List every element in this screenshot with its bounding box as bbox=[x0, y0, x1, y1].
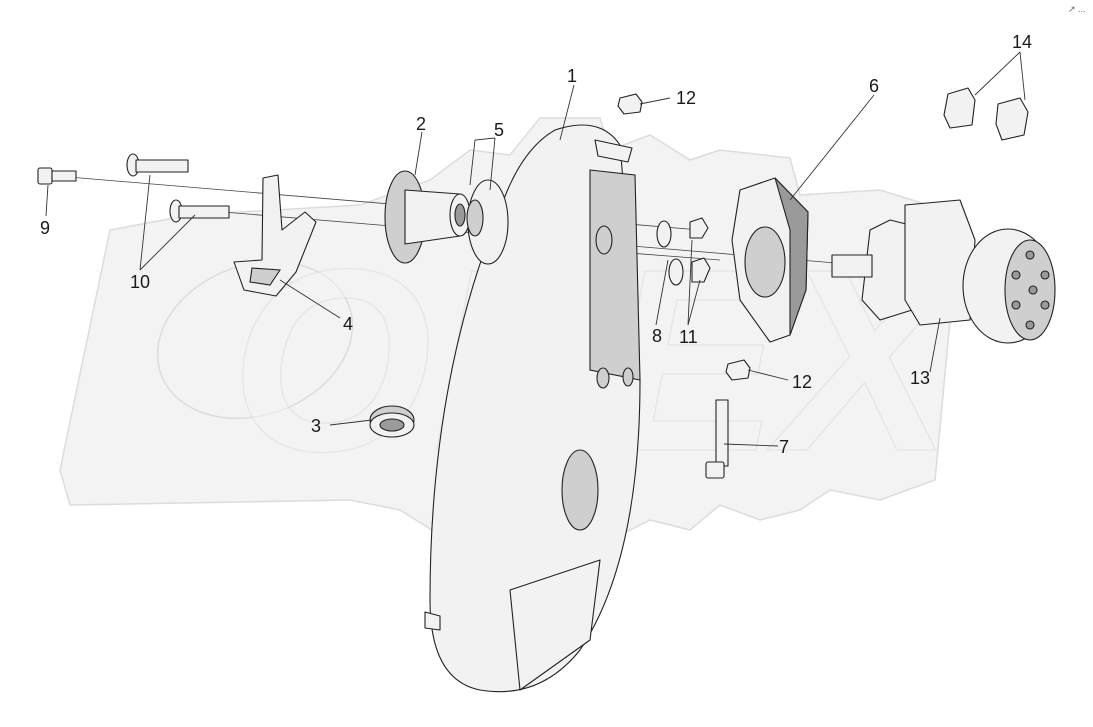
callout-4: 4 bbox=[343, 314, 353, 334]
callout-7: 7 bbox=[779, 437, 789, 457]
callout-13: 13 bbox=[910, 368, 930, 388]
sprocket bbox=[384, 170, 471, 264]
hex-nuts bbox=[617, 93, 751, 381]
star-washer bbox=[466, 179, 509, 265]
callout-1: 1 bbox=[567, 66, 577, 86]
callout-14: 14 bbox=[1012, 32, 1032, 52]
callout-8: 8 bbox=[652, 326, 662, 346]
carriage-bolts bbox=[126, 153, 230, 223]
housing-plate bbox=[424, 124, 641, 693]
callouts: 1 2 3 4 5 6 7 8 9 10 11 12 12 13 14 ↗ ..… bbox=[40, 4, 1086, 457]
bolt-long bbox=[705, 399, 729, 479]
callout-12-top: 12 bbox=[676, 88, 696, 108]
fittings bbox=[943, 87, 1029, 141]
callout-11: 11 bbox=[679, 327, 698, 347]
callout-2: 2 bbox=[416, 114, 426, 134]
washers-nuts bbox=[656, 217, 711, 286]
seal-ring bbox=[369, 405, 415, 438]
bracket bbox=[233, 174, 317, 297]
motor-mount bbox=[731, 177, 809, 343]
hydraulic-motor bbox=[831, 199, 1056, 344]
callout-5: 5 bbox=[494, 120, 504, 140]
bolt-small bbox=[37, 167, 77, 185]
callout-3: 3 bbox=[311, 416, 321, 436]
callout-10: 10 bbox=[130, 272, 150, 292]
callout-12-bottom: 12 bbox=[792, 372, 812, 392]
callout-9: 9 bbox=[40, 218, 50, 238]
leader-lines bbox=[45, 51, 1026, 447]
corner-mark: ↗ ... bbox=[1068, 4, 1086, 14]
callout-6: 6 bbox=[869, 76, 879, 96]
